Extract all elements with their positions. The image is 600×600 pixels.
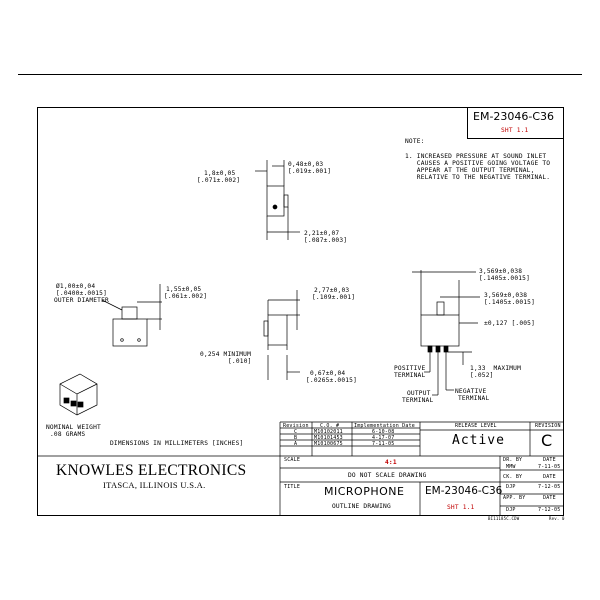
dim-label: [.052] (470, 372, 494, 379)
approval-label: DATE (543, 495, 556, 501)
approval-label: DR. BY (503, 457, 523, 463)
footer-code: BI11185C.CDW (488, 516, 520, 521)
revision-label: REVISION (535, 423, 561, 429)
drawing-sheet (37, 107, 564, 516)
title-doc-number: EM-23046-C36 (425, 485, 503, 497)
side-view-inlet (263, 320, 269, 337)
top-view-port (272, 204, 278, 210)
dim-label: [.061±.002] (164, 293, 208, 300)
dim-label: [.1405±.0015] (479, 275, 531, 282)
approval-value: 7-12-05 (538, 507, 561, 513)
rev-cell: A (294, 441, 298, 447)
iso-part (59, 373, 98, 416)
company-location: ITASCA, ILLINOIS U.S.A. (103, 480, 206, 490)
note-title: NOTE: (405, 138, 425, 145)
dim-label: OUTER DIAMETER (54, 297, 109, 304)
header-sheet: SHT 1.1 (501, 127, 529, 134)
dim-label: [.019±.001] (288, 168, 332, 175)
dim-label: Ø1,00±0,04 (56, 283, 96, 290)
drawing-title: MICROPHONE (324, 485, 405, 498)
dim-label: 2,21±0,07 (304, 230, 340, 237)
dim-label: [.010] (228, 358, 252, 365)
right-view-body (420, 314, 460, 347)
dim-label: ±0,127 [.005] (484, 320, 536, 327)
rev-cell: M10100675 (314, 441, 343, 447)
header-doc-number: EM-23046-C36 (473, 110, 555, 123)
dim-label: [.071±.002] (197, 177, 241, 184)
drawing-subtitle: OUTLINE DRAWING (332, 503, 391, 510)
terminal-label: POSITIVE (394, 365, 426, 372)
title-sheet: SHT 1.1 (447, 504, 475, 511)
dim-label: [.0400±.0015] (56, 290, 108, 297)
rev-cell: B (294, 435, 298, 441)
scale-label: SCALE (284, 457, 301, 463)
approval-label: APP. BY (503, 495, 526, 501)
approval-value: 7-11-05 (538, 464, 561, 470)
release-value: Active (452, 433, 505, 448)
dim-label: 0,254 MINIMUM (200, 351, 252, 358)
weight-value: .08 GRAMS (50, 431, 86, 438)
approval-value: DJP (506, 484, 516, 490)
header-doc-box (467, 107, 564, 139)
dim-label: [.109±.001] (312, 294, 356, 301)
release-label: RELEASE LEVEL (455, 423, 497, 429)
dim-label: 1,8±0,05 (204, 170, 236, 177)
rev-cell: 7-11-05 (372, 441, 395, 447)
dim-label: [.1405±.0015] (484, 299, 536, 306)
rev-cell: 6-10-08 (372, 429, 395, 435)
top-border-line (18, 74, 582, 75)
terminal-label: TERMINAL (402, 397, 434, 404)
dim-label: [.0265±.0015] (306, 377, 358, 384)
approval-value: DJP (506, 507, 516, 513)
side-view-body (267, 314, 288, 346)
approval-label: DATE (543, 457, 556, 463)
revision-value: C (541, 431, 553, 450)
rev-cell: 4-17-07 (372, 435, 395, 441)
right-view-inlet (436, 301, 445, 316)
rev-header: Revision (283, 423, 309, 429)
dim-label: 0,67±0,04 (310, 370, 346, 377)
approval-label: CK. BY (503, 474, 523, 480)
terminal-label: OUTPUT (407, 390, 431, 397)
title-label: TITLE (284, 484, 301, 490)
footer-rev: Rev. 0 (549, 516, 565, 521)
note-line: RELATIVE TO THE NEGATIVE TERMINAL. (405, 174, 551, 181)
rev-cell: C (294, 429, 298, 435)
dim-label: 3,569±0,038 (484, 292, 528, 299)
rev-cell: M10102011 (314, 429, 343, 435)
approval-label: DATE (543, 474, 556, 480)
rev-cell: M10101453 (314, 435, 343, 441)
dim-label: 2,77±0,03 (314, 287, 350, 294)
note-line: 1. INCREASED PRESSURE AT SOUND INLET (405, 153, 547, 160)
terminal-label: TERMINAL (458, 395, 490, 402)
note-line: CAUSES A POSITIVE GOING VOLTAGE TO (405, 160, 551, 167)
do-not-scale-note: DO NOT SCALE DRAWING (348, 472, 427, 479)
weight-label: NOMINAL WEIGHT (46, 424, 101, 431)
terminal-label: TERMINAL (394, 372, 426, 379)
dim-label: 1,33 MAXIMUM (470, 365, 522, 372)
scale-value: 4:1 (385, 459, 397, 466)
dim-label: 0,48±0,03 (288, 161, 324, 168)
approval-value: MMW (506, 464, 516, 470)
front-view-body (112, 318, 148, 347)
front-view-port-tab (121, 306, 138, 320)
dim-label: 3,569±0,038 (479, 268, 523, 275)
company-name: KNOWLES ELECTRONICS (56, 462, 247, 479)
terminal-label: NEGATIVE (455, 388, 487, 395)
rev-header: C.O. # (320, 423, 340, 429)
note-line: APPEAR AT THE OUTPUT TERMINAL, (405, 167, 535, 174)
dim-label: [.087±.003] (304, 237, 348, 244)
top-view-body (266, 185, 285, 217)
units-note: DIMENSIONS IN MILLIMETERS [INCHES] (110, 440, 244, 447)
dim-label: 1,55±0,05 (166, 286, 202, 293)
top-view-inlet (283, 194, 289, 208)
approval-value: 7-12-05 (538, 484, 561, 490)
rev-header: Implementation Date (354, 423, 415, 429)
